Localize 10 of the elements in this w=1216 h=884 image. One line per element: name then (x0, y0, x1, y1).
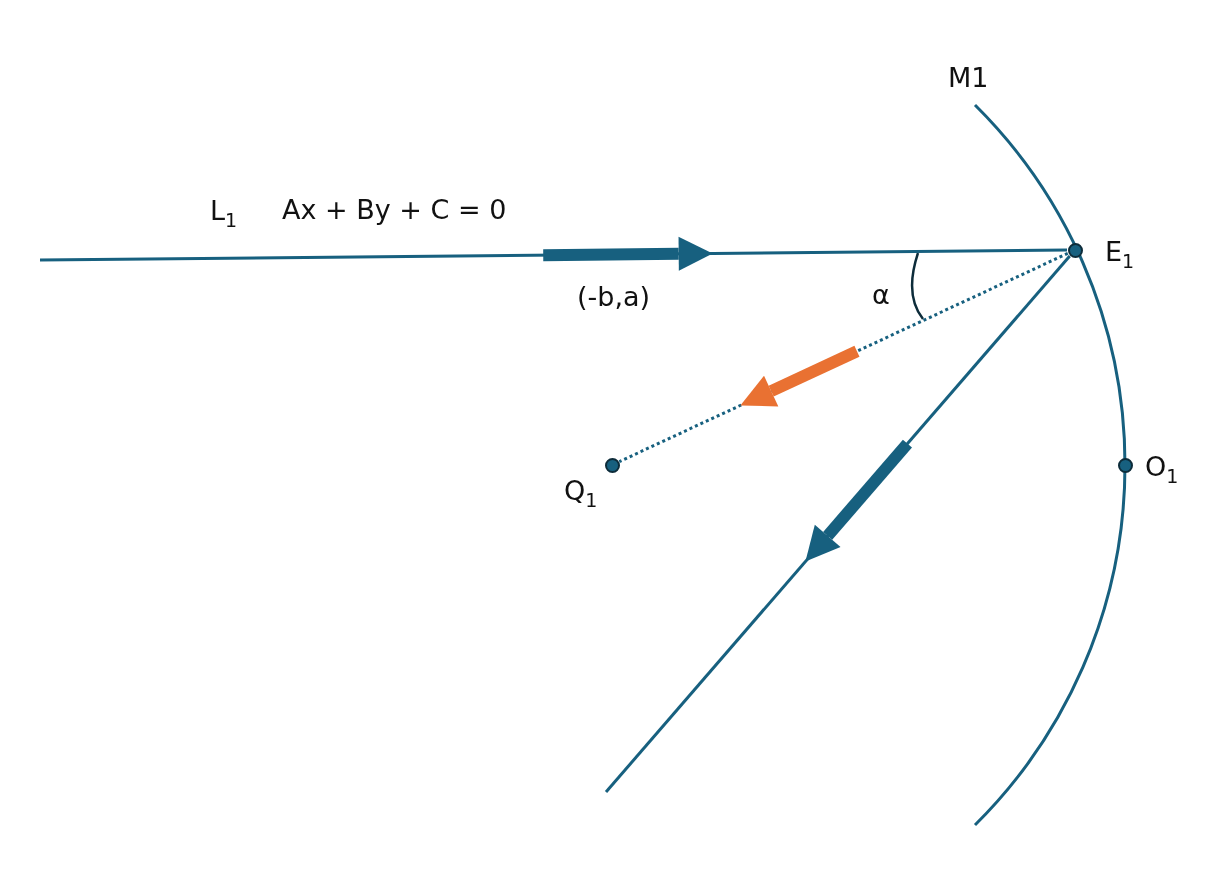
angle-label: α (872, 281, 890, 308)
light-ray-line (40, 248, 1067, 262)
point-label: Q$_{1}$ (564, 477, 598, 510)
vector-label: (-b,a) (577, 283, 651, 310)
point-label: O$_{1}$ (1145, 453, 1179, 486)
line-label: L$_{1}$ (210, 197, 238, 230)
point-label: E$_{1}$ (1105, 238, 1135, 271)
line-equation: Ax + By + C = 0 (282, 196, 507, 223)
mirror-label: M1 (948, 64, 989, 91)
light-ray-line (604, 255, 1071, 793)
